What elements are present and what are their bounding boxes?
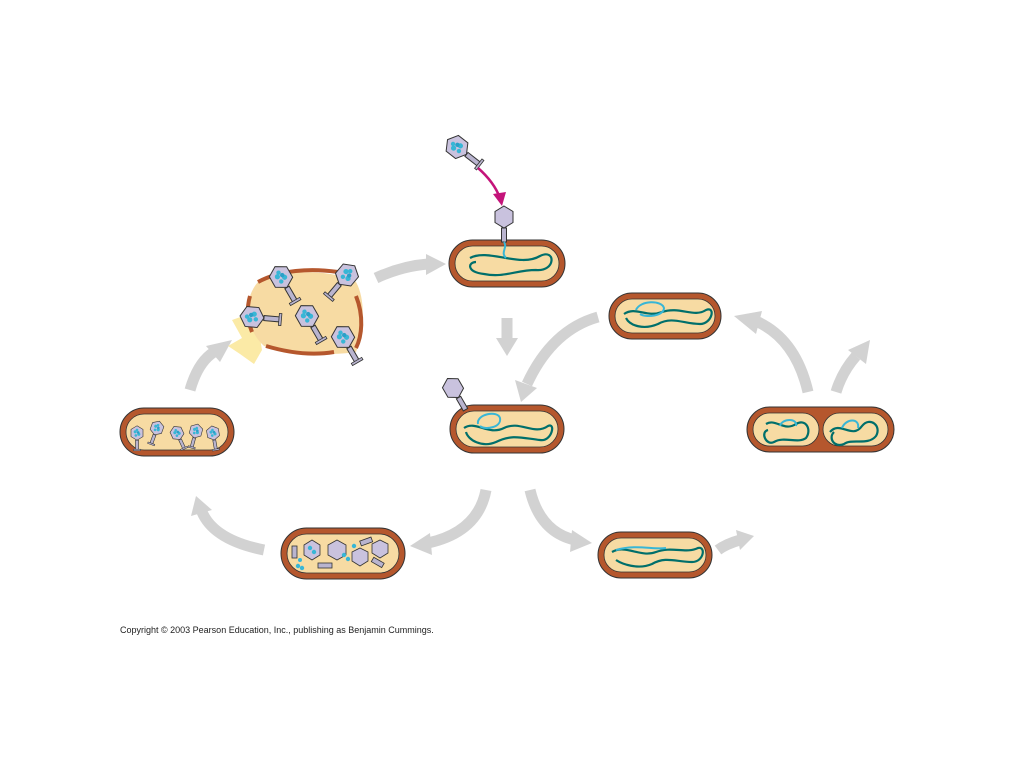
arrow-assembly-to-full <box>196 509 266 556</box>
arrow-center-to-daughter <box>524 488 577 546</box>
phage-attachment <box>448 205 566 288</box>
cycle-arrows <box>184 254 870 556</box>
arrow-prophage-top-to-center <box>522 311 600 387</box>
free-phage <box>440 131 487 174</box>
prophage-top-cell <box>608 292 722 340</box>
arrow-dividing-to-top <box>755 317 814 394</box>
cell-lysis <box>228 258 367 369</box>
arrow-center-to-daughter-head <box>570 530 592 552</box>
arrow-dividing-out-head <box>848 340 870 364</box>
arrow-dividing-to-top-head <box>734 311 762 334</box>
arrow-daughter-out-head <box>736 530 754 550</box>
arrow-dividing-out <box>830 352 861 394</box>
injection-arrow-head <box>493 192 506 206</box>
arrow-lysis-to-attachment <box>373 258 429 284</box>
arrow-center-to-assembly-head <box>410 533 432 555</box>
copyright-notice: Copyright © 2003 Pearson Education, Inc.… <box>120 625 434 635</box>
phage-assembly-cell <box>280 527 406 580</box>
arrow-assembly-to-full-head <box>191 496 212 516</box>
arrow-center-to-assembly <box>426 488 492 549</box>
daughter-cell <box>597 531 713 579</box>
arrow-attachment-to-injection-head <box>496 338 518 356</box>
arrow-daughter-out <box>714 534 742 555</box>
dna-injection-cell <box>439 373 565 454</box>
dividing-cell <box>746 406 895 453</box>
arrow-full-to-lysis-head <box>206 340 232 362</box>
arrow-lysis-to-attachment-head <box>426 254 446 275</box>
attached-phage <box>494 205 514 243</box>
arrow-prophage-top-to-center-head <box>515 380 537 402</box>
arrow-full-to-lysis <box>184 347 218 392</box>
full-phage-cell <box>119 407 235 457</box>
